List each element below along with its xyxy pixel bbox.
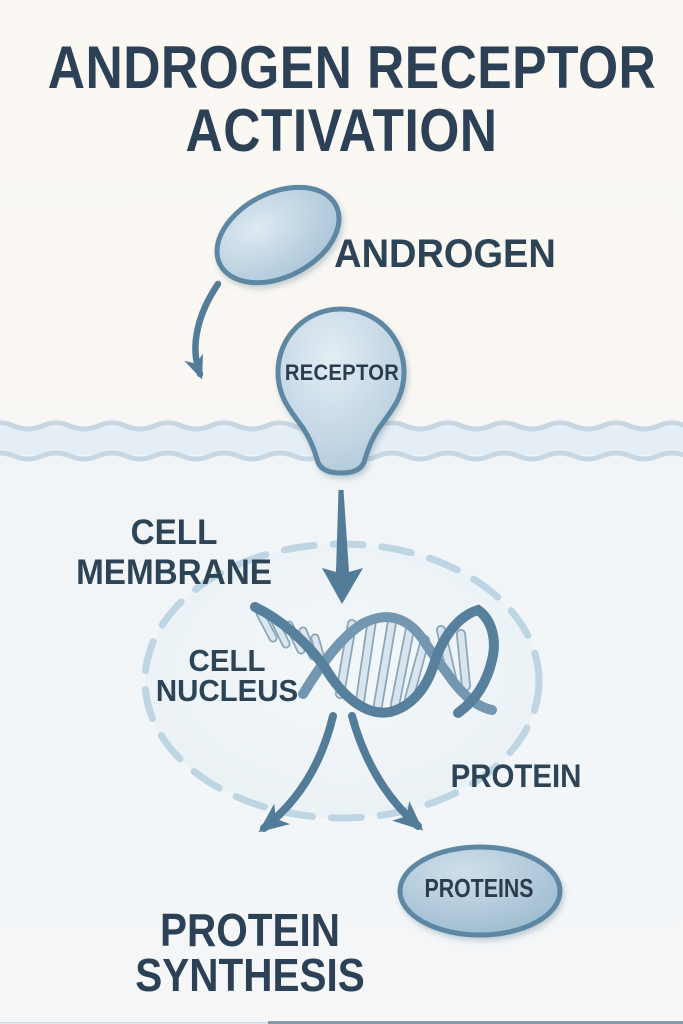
cell-membrane-line2: MEMBRANE	[76, 553, 272, 592]
cell-membrane-line1: CELL	[130, 513, 218, 552]
arrow-dna-to-proteins	[348, 712, 424, 831]
androgen-ellipse	[214, 184, 342, 286]
title-line1: ANDROGEN RECEPTOR	[47, 34, 657, 101]
androgen-label: ANDROGEN	[334, 232, 556, 276]
cell-nucleus-line1: CELL	[188, 643, 266, 678]
cell-nucleus-line2: NUCLEUS	[155, 673, 299, 708]
cell-nucleus-label: CELL NUCLEUS	[155, 643, 299, 708]
dna-helix	[250, 602, 499, 718]
proteins-ellipse	[397, 844, 563, 938]
arrow-dna-to-protein-synthesis	[258, 712, 337, 833]
arrow-receptor-to-nucleus	[322, 490, 363, 604]
cell-membrane-label: CELL MEMBRANE	[76, 513, 272, 593]
page-title: ANDROGEN RECEPTOR ACTIVATION	[47, 34, 657, 164]
title-line2: ACTIVATION	[185, 97, 498, 164]
proteins-label: PROTEINS	[424, 873, 534, 903]
receptor-bulb	[275, 306, 407, 476]
protein-label: PROTEIN	[450, 758, 582, 794]
protein-synthesis-line2: SYNTHESIS	[135, 949, 365, 1001]
arrow-androgen-to-receptor	[184, 280, 222, 380]
protein-synthesis-line1: PROTEIN	[160, 904, 340, 956]
bottom-edge-line	[0, 1021, 683, 1024]
protein-synthesis-label: PROTEIN SYNTHESIS	[135, 904, 365, 1001]
receptor-label: RECEPTOR	[284, 360, 400, 385]
